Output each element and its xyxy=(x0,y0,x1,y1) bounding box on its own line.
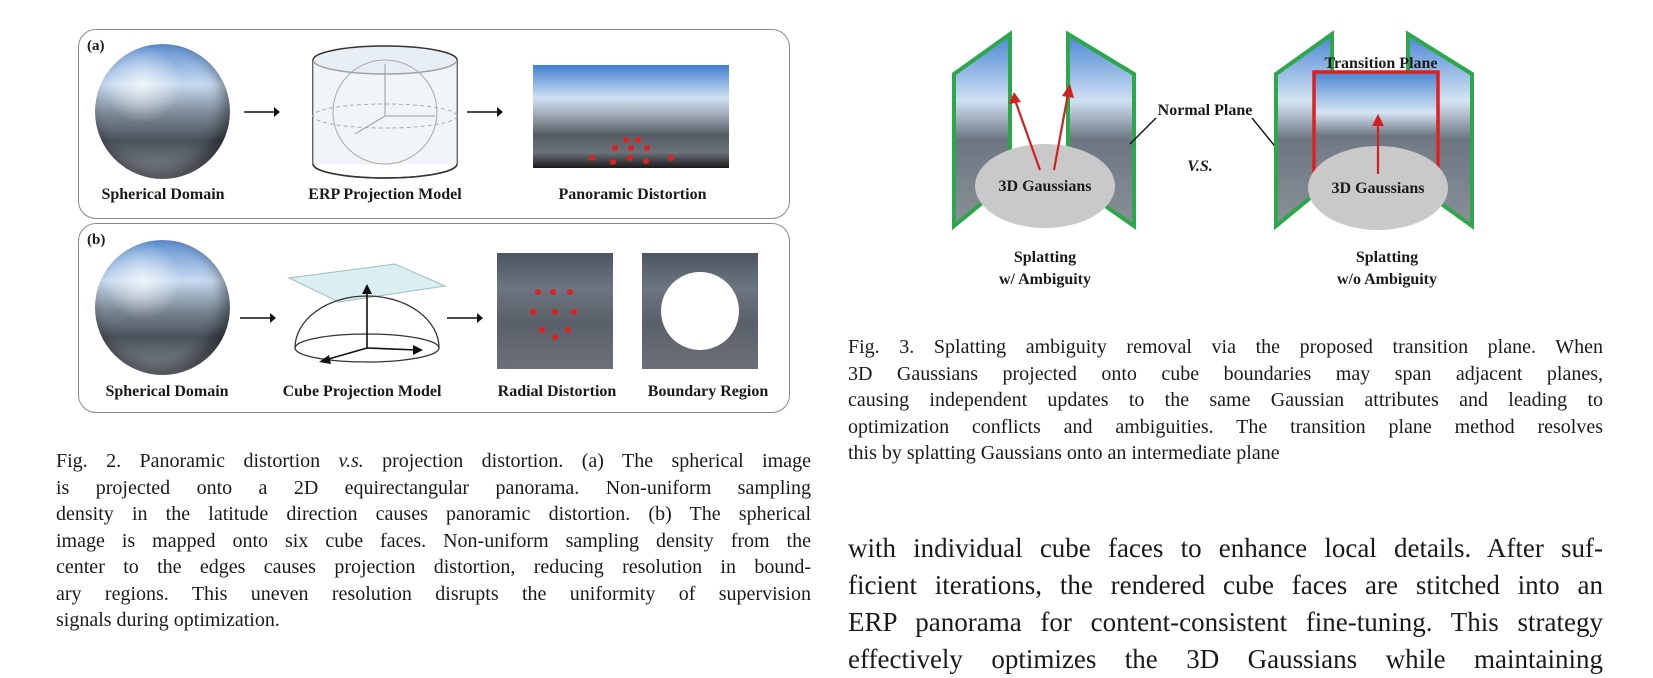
label-cube-projection-model: Cube Projection Model xyxy=(282,383,442,400)
right-ambiguity-label: w/o Ambiguity xyxy=(1336,271,1437,288)
caption-line: is projected onto a 2D equirectangular p… xyxy=(56,476,811,499)
boundary-circle-mask xyxy=(661,272,739,350)
label-erp-projection-model: ERP Projection Model xyxy=(308,186,462,203)
arrow-a-2 xyxy=(467,107,503,117)
vs-label: V.S. xyxy=(1187,158,1213,175)
gaussians-right-label: 3D Gaussians xyxy=(1331,180,1425,197)
arrow-b-2 xyxy=(447,313,483,323)
transition-plane-label: Transition Plane xyxy=(1324,55,1438,72)
caption-line: signals during optimization. xyxy=(56,609,280,631)
body-line: with individual cube faces to enhance lo… xyxy=(848,533,1603,563)
body-line: ERP panorama for content-consistent fine… xyxy=(848,607,1603,637)
label-spherical-domain-a: Spherical Domain xyxy=(101,186,225,203)
right-plane-leader xyxy=(1251,117,1279,151)
caption-line: image is mapped onto six cube faces. Non… xyxy=(56,529,811,552)
splatting-without-ambiguity-diagram xyxy=(1274,30,1474,231)
label-radial-distortion: Radial Distortion xyxy=(497,383,617,400)
label-boundary-region: Boundary Region xyxy=(647,383,769,400)
radial-distortion-image xyxy=(497,253,613,369)
caption-line: Fig. 2. Panoramic distortion v.s. projec… xyxy=(56,450,811,472)
caption-line: optimization conflicts and ambiguities. … xyxy=(848,415,1603,438)
panel-b-tag: (b) xyxy=(87,232,106,248)
body-line: ficient iterations, the rendered cube fa… xyxy=(848,570,1603,600)
body-line: effectively optimizes the 3D Gaussians w… xyxy=(848,644,1603,674)
caption-line: Fig. 3. Splatting ambiguity removal via … xyxy=(848,336,1603,358)
spherical-image-b xyxy=(95,240,230,375)
caption-line: causing independent updates to the same … xyxy=(848,389,1603,411)
boundary-region-image xyxy=(642,253,758,369)
caption-line: center to the edges causes projection di… xyxy=(56,556,811,578)
caption-line: 3D Gaussians projected onto cube boundar… xyxy=(848,362,1603,385)
caption-line: ary regions. This uneven resolution disr… xyxy=(56,582,811,605)
gaussians-left-label: 3D Gaussians xyxy=(998,178,1092,195)
cube-projection-diagram xyxy=(287,263,447,364)
label-panoramic-distortion: Panoramic Distortion xyxy=(558,186,707,203)
figure-2-caption: Fig. 2. Panoramic distortion v.s. projec… xyxy=(56,448,811,634)
left-splatting-label: Splatting xyxy=(1013,249,1077,266)
arrow-b-1 xyxy=(240,313,276,323)
erp-cylinder-diagram xyxy=(312,45,458,179)
splatting-with-ambiguity-diagram xyxy=(952,30,1136,231)
normal-plane-label: Normal Plane xyxy=(1157,102,1253,119)
spherical-image-a xyxy=(95,44,230,179)
panel-a-tag: (a) xyxy=(87,38,105,54)
erp-panorama-image xyxy=(533,65,729,168)
caption-line: density in the latitude direction causes… xyxy=(56,503,811,525)
normal-plane-leader xyxy=(1129,117,1157,145)
arrow-a-1 xyxy=(244,107,280,117)
left-ambiguity-label: w/ Ambiguity xyxy=(998,271,1091,288)
label-spherical-domain-b: Spherical Domain xyxy=(105,383,229,400)
caption-line: this by splatting Gaussians onto an inte… xyxy=(848,442,1280,464)
figure-3-caption: Fig. 3. Splatting ambiguity removal via … xyxy=(848,334,1603,467)
body-paragraph: with individual cube faces to enhance lo… xyxy=(848,530,1603,678)
right-splatting-label: Splatting xyxy=(1355,249,1419,266)
